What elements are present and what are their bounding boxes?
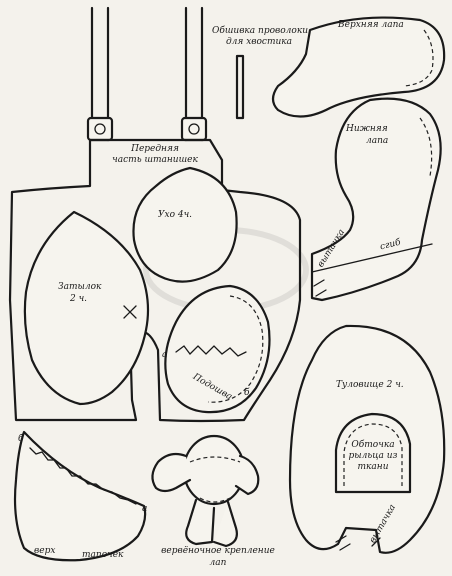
joint-label-2: лап — [209, 558, 227, 568]
tail-wire-casing — [235, 54, 245, 120]
slipper-top-label: верх — [34, 546, 56, 556]
slipper-mark-a: а — [142, 504, 148, 514]
rope-joint-figure — [151, 434, 260, 548]
lower-paw-label-2: лапа — [366, 136, 389, 146]
beak-facing-piece — [334, 412, 412, 494]
slipper-upper-piece — [13, 430, 147, 562]
joint-label-1: вервёночное крепление — [161, 546, 275, 556]
lower-paw-label-1: Нижняя — [346, 124, 388, 134]
nape-piece — [23, 210, 150, 406]
sole-mark-a: а — [162, 350, 168, 360]
nape-label-1: Затылок — [58, 282, 102, 292]
ear-piece — [132, 166, 238, 283]
pants-front-outline — [8, 138, 302, 423]
ear-label: Ухо 4ч. — [158, 210, 193, 220]
sole-mark-b: б — [244, 388, 250, 398]
beak-label-3: ткани — [357, 462, 389, 472]
upper-paw-piece — [271, 16, 446, 118]
wire-label-2: для хвостика — [225, 37, 293, 47]
pants-front-label-2: часть штанишек — [112, 155, 198, 165]
beak-label-2: рыльца из — [348, 451, 398, 461]
torso-label: Туловище 2 ч. — [336, 380, 404, 390]
upper-paw-label: Верхняя лапа — [338, 20, 404, 30]
pants-front-label-1: Передняя — [131, 144, 179, 154]
wire-label-1: Обшивка проволоки — [212, 26, 308, 36]
suspender-straps — [86, 6, 208, 142]
slipper-mark-b: б — [18, 434, 24, 444]
slipper-label: тапочек — [82, 550, 124, 560]
nape-label-2: 2 ч. — [70, 294, 88, 304]
beak-label-1: Обточка — [351, 440, 395, 450]
